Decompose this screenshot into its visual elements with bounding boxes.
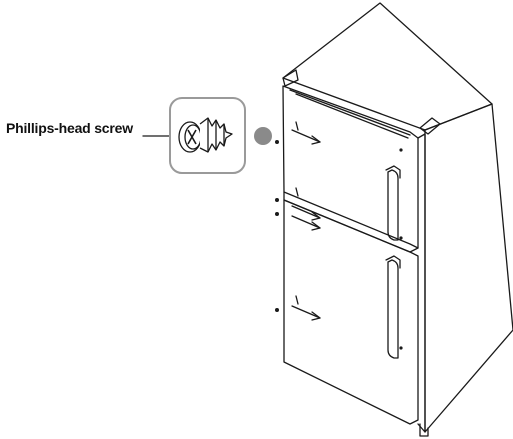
freezer-door-trim <box>289 89 411 136</box>
fridge-door <box>283 199 419 425</box>
arrow-icon <box>291 215 321 231</box>
freezer-handle-mount <box>385 165 401 179</box>
tick-mark <box>295 187 299 197</box>
screw-hole <box>399 236 403 240</box>
screw-hole <box>275 140 279 144</box>
screw-hole <box>275 212 279 216</box>
door-edge <box>417 133 426 433</box>
arrow-icon <box>291 205 321 221</box>
freezer-door-trim-2 <box>295 93 409 139</box>
screw-hole <box>275 308 279 312</box>
screw-hole <box>399 148 403 152</box>
screw-hole <box>275 198 279 202</box>
fridge-handle-mount <box>385 255 401 269</box>
fridge-top <box>282 2 493 131</box>
phillips-screw-icon <box>178 117 233 153</box>
hinge-right <box>419 117 441 135</box>
fridge-side <box>424 103 513 433</box>
screw-holes <box>275 140 403 350</box>
arrow-icon <box>291 305 321 321</box>
freezer-handle <box>387 169 399 241</box>
fridge-handle <box>387 259 399 359</box>
arrow-icon <box>291 129 321 145</box>
tick-mark <box>295 295 299 305</box>
hinge-cover-top <box>282 69 299 87</box>
fridge-foot <box>419 423 429 437</box>
tick-mark <box>295 121 299 131</box>
phillips-screw-label: Phillips-head screw <box>6 120 133 136</box>
callout-dot-icon <box>254 127 272 145</box>
screw-hole <box>399 346 403 350</box>
